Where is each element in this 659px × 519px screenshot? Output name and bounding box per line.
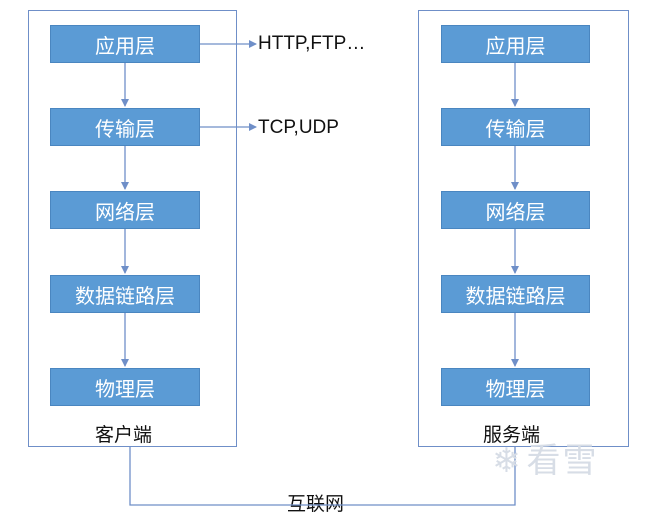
application-protocols-label: HTTP,FTP… — [258, 33, 366, 54]
server-layer-network: 网络层 — [441, 191, 590, 229]
client-caption: 客户端 — [95, 424, 153, 446]
internet-label: 互联网 — [287, 493, 345, 515]
transport-protocols-label: TCP,UDP — [258, 117, 339, 138]
client-layer-application: 应用层 — [50, 25, 200, 63]
watermark-text: 看雪 — [526, 441, 599, 481]
watermark: ❄ 看雪 — [492, 444, 599, 478]
server-layer-physical: 物理层 — [441, 368, 590, 406]
client-layer-physical: 物理层 — [50, 368, 200, 406]
client-layer-transport: 传输层 — [50, 108, 200, 146]
server-layer-application: 应用层 — [441, 25, 590, 63]
server-layer-datalink: 数据链路层 — [441, 275, 590, 313]
server-layer-transport: 传输层 — [441, 108, 590, 146]
client-layer-datalink: 数据链路层 — [50, 275, 200, 313]
server-caption: 服务端 — [483, 424, 541, 446]
client-layer-network: 网络层 — [50, 191, 200, 229]
snowflake-icon: ❄ — [492, 441, 521, 481]
